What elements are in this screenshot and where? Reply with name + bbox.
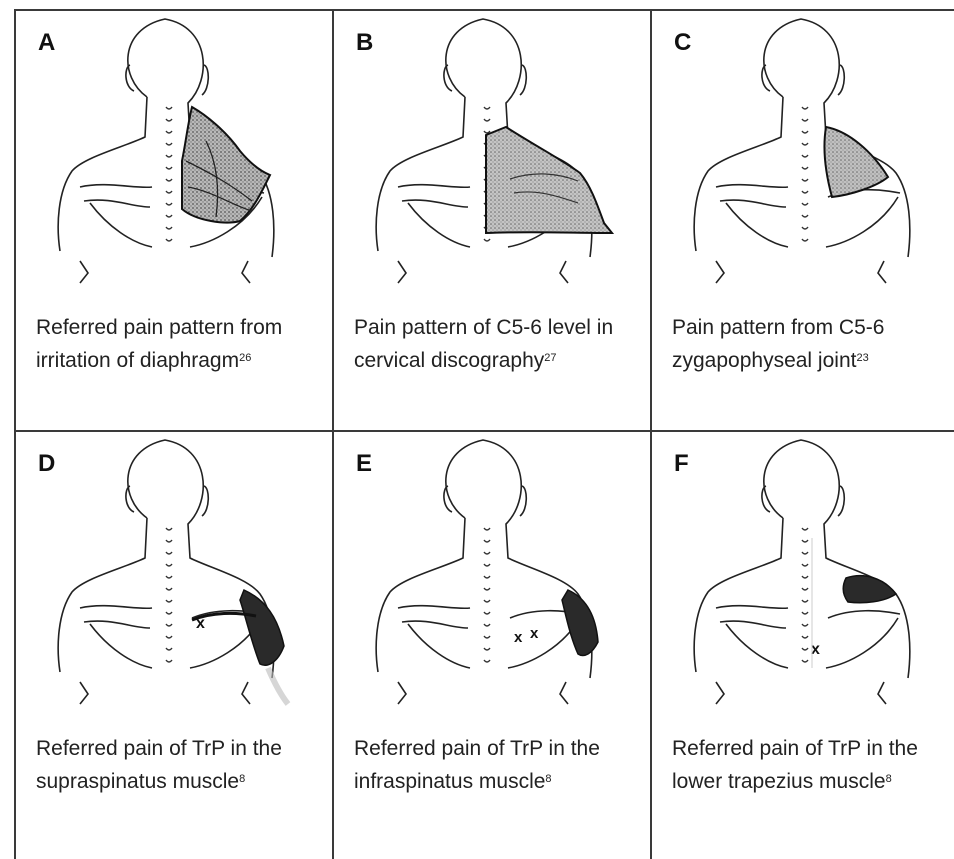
back-illustration: x [652, 432, 954, 722]
panel-caption: Referred pain of TrP in the infraspinatu… [354, 732, 600, 798]
reference-number: 27 [544, 352, 556, 364]
trigger-point-mark: x [196, 615, 205, 632]
caption-line-1: Referred pain of TrP in the [354, 732, 600, 765]
panel-caption: Referred pain of TrP in the supraspinatu… [36, 732, 282, 798]
panel-e: E x x Referred pain of TrP in the infras… [334, 432, 650, 859]
caption-line-1: Referred pain pattern from [36, 311, 282, 344]
panel-caption: Referred pain pattern from irritation of… [36, 311, 282, 377]
panel-f: F x Referred pain of TrP in the lower tr… [652, 432, 954, 859]
back-illustration [652, 11, 954, 301]
back-illustration: x [16, 432, 332, 722]
panel-c: C Pain pattern from C5-6 zygapophyseal j… [652, 11, 954, 430]
reference-number: 26 [239, 352, 251, 364]
trigger-point-mark: x [514, 629, 523, 646]
caption-line-1: Referred pain of TrP in the [672, 732, 918, 765]
caption-line-2: infraspinatus muscle8 [354, 765, 600, 798]
back-illustration [16, 11, 332, 301]
caption-line-1: Pain pattern of C5-6 level in [354, 311, 613, 344]
panel-caption: Pain pattern from C5-6 zygapophyseal joi… [672, 311, 884, 377]
caption-line-2: cervical discography27 [354, 344, 613, 377]
caption-text: infraspinatus muscle [354, 770, 545, 793]
back-illustration: x x [334, 432, 650, 722]
panel-b: B Pain pattern of C5-6 level in ce [334, 11, 650, 430]
caption-line-2: zygapophyseal joint23 [672, 344, 884, 377]
panel-caption: Pain pattern of C5-6 level in cervical d… [354, 311, 613, 377]
reference-number: 23 [856, 352, 868, 364]
reference-number: 8 [239, 773, 245, 785]
caption-text: irritation of diaphragm [36, 349, 239, 372]
caption-text: cervical discography [354, 349, 544, 372]
trigger-point-mark: x [530, 625, 539, 642]
caption-line-2: irritation of diaphragm26 [36, 344, 282, 377]
caption-text: lower trapezius muscle [672, 770, 886, 793]
panel-d: D x Referred pain of TrP in the supraspi… [16, 432, 332, 859]
reference-number: 8 [886, 773, 892, 785]
panel-caption: Referred pain of TrP in the lower trapez… [672, 732, 918, 798]
caption-text: zygapophyseal joint [672, 349, 856, 372]
reference-number: 8 [545, 773, 551, 785]
caption-line-2: lower trapezius muscle8 [672, 765, 918, 798]
panel-a: A Referred pain pattern from irrit [16, 11, 332, 430]
caption-line-2: supraspinatus muscle8 [36, 765, 282, 798]
caption-line-1: Referred pain of TrP in the [36, 732, 282, 765]
caption-text: supraspinatus muscle [36, 770, 239, 793]
caption-line-1: Pain pattern from C5-6 [672, 311, 884, 344]
back-illustration [334, 11, 650, 301]
